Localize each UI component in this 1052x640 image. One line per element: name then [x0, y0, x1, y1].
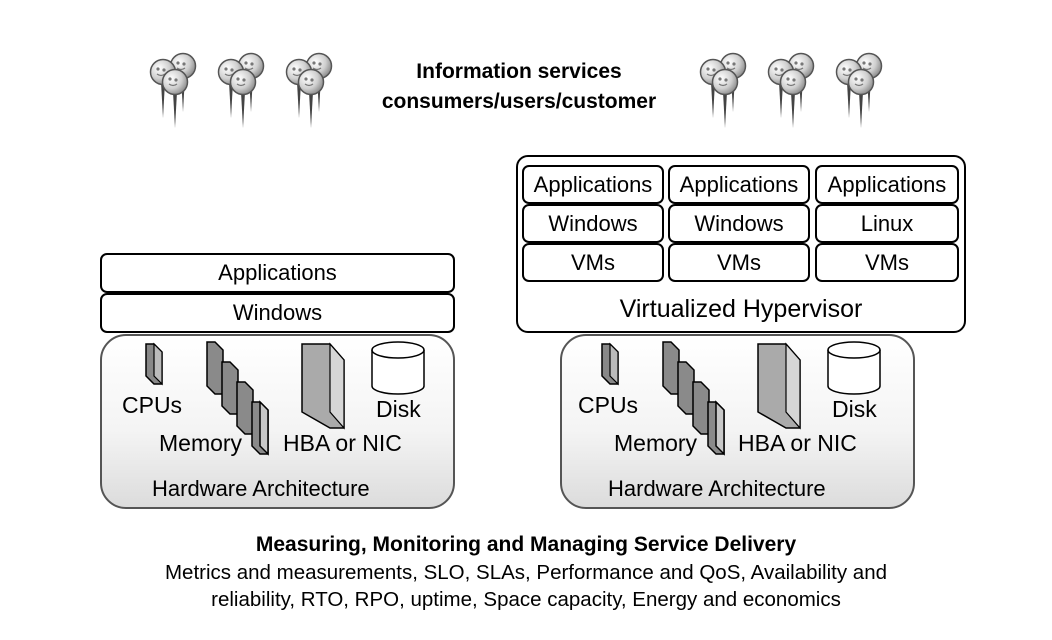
vm3-applications: Applications — [815, 165, 959, 204]
vm1-applications: Applications — [522, 165, 664, 204]
metrics-line-2: reliability, RTO, RPO, uptime, Space cap… — [211, 588, 841, 611]
vm1-os: Windows — [522, 204, 664, 243]
user-pin-icon — [832, 52, 892, 132]
right-memory-label: Memory — [614, 430, 698, 456]
left-hardware-title: Hardware Architecture — [152, 476, 370, 501]
vm1-vm: VMs — [522, 243, 664, 282]
user-pin-icon — [282, 52, 342, 132]
right-disk-label: Disk — [832, 396, 877, 422]
consumers-title: Information services consumers/users/cus… — [340, 60, 698, 114]
hba-nic-icon — [301, 342, 345, 430]
consumers-title-line2: consumers/users/customer — [381, 90, 657, 113]
right-hardware-title: Hardware Architecture — [608, 476, 826, 501]
disk-icon — [371, 341, 425, 395]
vm2-os: Windows — [668, 204, 810, 243]
vm2-vm: VMs — [668, 243, 810, 282]
vm3-vm: VMs — [815, 243, 959, 282]
service-delivery-title: Measuring, Monitoring and Managing Servi… — [255, 533, 797, 556]
service-delivery-section: Measuring, Monitoring and Managing Servi… — [0, 533, 1052, 612]
cpu-icon — [601, 342, 619, 386]
user-pin-icon — [764, 52, 824, 132]
hypervisor-label: Virtualized Hypervisor — [619, 295, 863, 323]
right-hardware-architecture: CPUs Memory HBA or NIC Disk Hardware Arc… — [560, 334, 915, 509]
left-disk-label: Disk — [376, 396, 421, 422]
left-hardware-architecture: CPUs Memory HBA or NIC Disk Hardware Arc… — [100, 334, 455, 509]
left-memory-label: Memory — [159, 430, 243, 456]
user-group-right — [696, 52, 896, 132]
user-group-left — [146, 52, 346, 132]
right-hba-nic-label: HBA or NIC — [738, 430, 857, 456]
left-applications-layer: Applications — [100, 253, 455, 293]
memory-icon — [206, 341, 269, 456]
left-hba-nic-label: HBA or NIC — [283, 430, 402, 456]
vm2-applications: Applications — [668, 165, 810, 204]
consumers-title-line1: Information services — [416, 60, 622, 83]
memory-icon — [662, 341, 725, 456]
user-pin-icon — [146, 52, 206, 132]
user-pin-icon — [214, 52, 274, 132]
left-windows-layer: Windows — [100, 293, 455, 333]
left-cpus-label: CPUs — [122, 392, 183, 418]
cpu-icon — [145, 342, 163, 386]
metrics-line-1: Metrics and measurements, SLO, SLAs, Per… — [164, 561, 888, 584]
vm3-os: Linux — [815, 204, 959, 243]
user-pin-icon — [696, 52, 756, 132]
disk-icon — [827, 341, 881, 395]
hba-nic-icon — [757, 342, 801, 430]
right-cpus-label: CPUs — [578, 392, 639, 418]
